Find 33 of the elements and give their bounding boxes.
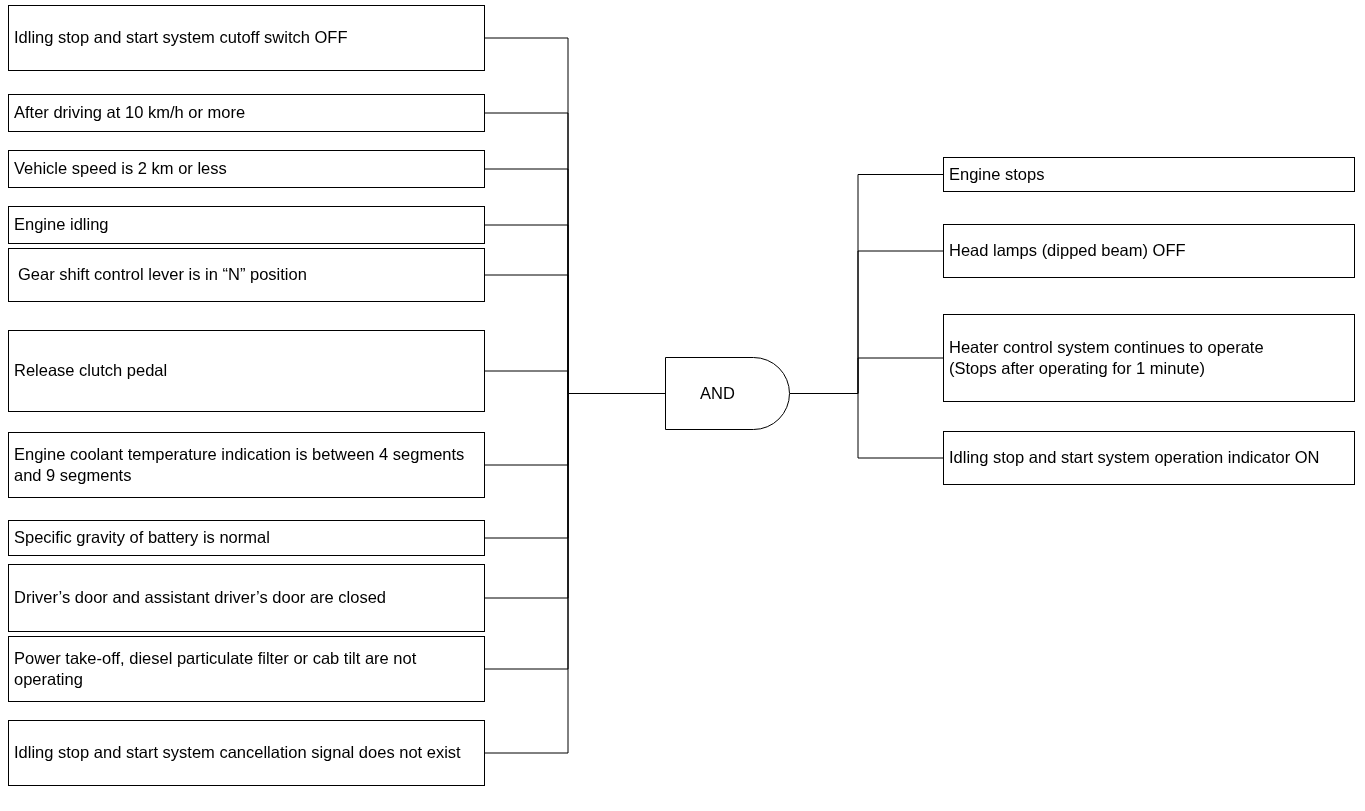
result-box <box>943 224 1355 278</box>
and-gate <box>665 357 790 430</box>
condition-box <box>8 636 485 702</box>
condition-box <box>8 432 485 498</box>
condition-box <box>8 520 485 556</box>
condition-text: Specific gravity of battery is normal <box>14 527 271 549</box>
condition-text: Release clutch pedal <box>14 360 169 382</box>
condition-text: Heater control system continues to operate <box>949 336 1265 358</box>
condition-text: Idling stop and start system cancellation signal does not exist <box>14 742 462 764</box>
condition-box <box>8 248 485 302</box>
condition-box <box>8 564 485 632</box>
result-box <box>943 431 1355 485</box>
condition-text: Engine idling <box>14 214 110 236</box>
condition-text: Vehicle speed is 2 km or less <box>14 158 228 180</box>
condition-box <box>8 330 485 412</box>
condition-text: After driving at 10 km/h or more <box>14 102 247 124</box>
condition-box <box>8 206 485 244</box>
condition-box <box>8 720 485 786</box>
condition-text: Gear shift control lever is in “N” position <box>18 264 308 286</box>
condition-text: Idling stop and start system operation indicator ON <box>949 447 1321 469</box>
condition-box <box>8 5 485 71</box>
condition-text: Idling stop and start system cutoff switch OFF <box>14 27 349 49</box>
condition-text: Engine stops <box>949 163 1046 185</box>
condition-text: Engine coolant temperature indication is between 4 segments and 9 segments <box>14 443 466 486</box>
gate-label: AND <box>700 382 735 404</box>
condition-text: (Stops after operating for 1 minute) <box>949 358 1206 379</box>
result-box <box>943 157 1355 192</box>
condition-text: Driver’s door and assistant driver’s door are closed <box>14 587 388 609</box>
result-box <box>943 314 1355 402</box>
condition-text: Head lamps (dipped beam) OFF <box>949 240 1187 262</box>
condition-text: Power take-off, diesel particulate filter or cab tilt are not operating <box>14 647 418 690</box>
condition-box <box>8 150 485 188</box>
condition-box <box>8 94 485 132</box>
